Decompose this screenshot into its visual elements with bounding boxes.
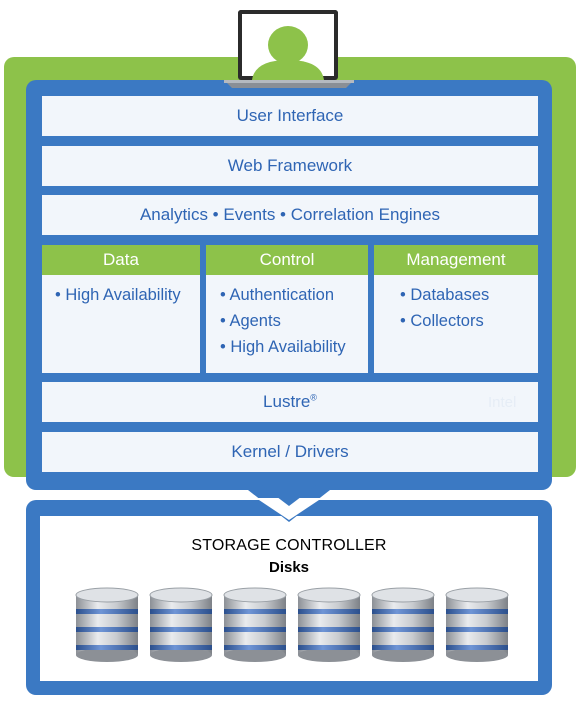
column-management-list: Databases Collectors bbox=[374, 282, 538, 334]
list-item: Databases bbox=[400, 282, 538, 308]
column-management-title: Management bbox=[406, 250, 506, 269]
column-control-header: Control bbox=[206, 245, 368, 275]
layer-analytics: Analytics • Events • Correlation Engines bbox=[42, 195, 538, 235]
column-management: Management Databases Collectors bbox=[374, 245, 538, 373]
database-disk-icon bbox=[444, 587, 510, 663]
layer-web-framework: Web Framework bbox=[42, 146, 538, 186]
column-control: Control Authentication Agents High Avail… bbox=[206, 245, 368, 373]
layer-kernel-drivers-label: Kernel / Drivers bbox=[231, 442, 349, 461]
laptop-user-icon bbox=[224, 10, 354, 88]
layer-lustre-label: Lustre® bbox=[263, 392, 317, 412]
layer-lustre: Lustre® bbox=[42, 382, 538, 422]
layer-web-framework-label: Web Framework bbox=[227, 156, 353, 175]
storage-disks-label: Disks bbox=[268, 559, 310, 576]
layer-user-interface: User Interface bbox=[42, 96, 538, 136]
storage-controller-title: STORAGE CONTROLLER bbox=[191, 537, 387, 554]
database-disk-icon bbox=[296, 587, 362, 663]
registered-mark: ® bbox=[310, 392, 317, 403]
intel-watermark: Intel bbox=[488, 394, 517, 411]
list-item: Collectors bbox=[400, 308, 538, 334]
database-disk-icon bbox=[148, 587, 214, 663]
database-disk-icon bbox=[74, 587, 140, 663]
layer-kernel-drivers: Kernel / Drivers bbox=[42, 432, 538, 472]
list-item: High Availability bbox=[220, 334, 368, 360]
layer-lustre-text: Lustre bbox=[263, 392, 311, 411]
layer-analytics-label: Analytics • Events • Correlation Engines bbox=[139, 205, 441, 224]
list-item: Agents bbox=[220, 308, 368, 334]
column-data-title: Data bbox=[103, 250, 139, 269]
list-item: High Availability bbox=[55, 282, 200, 308]
connector-chevron bbox=[248, 484, 330, 522]
database-disk-icon bbox=[222, 587, 288, 663]
database-disk-icon bbox=[370, 587, 436, 663]
column-data-list: High Availability bbox=[42, 282, 200, 308]
column-data: Data High Availability bbox=[42, 245, 200, 373]
list-item: Authentication bbox=[220, 282, 368, 308]
column-management-header: Management bbox=[374, 245, 538, 275]
column-control-list: Authentication Agents High Availability bbox=[206, 282, 368, 360]
column-data-header: Data bbox=[42, 245, 200, 275]
layer-user-interface-label: User Interface bbox=[236, 106, 344, 125]
column-control-title: Control bbox=[259, 250, 315, 269]
